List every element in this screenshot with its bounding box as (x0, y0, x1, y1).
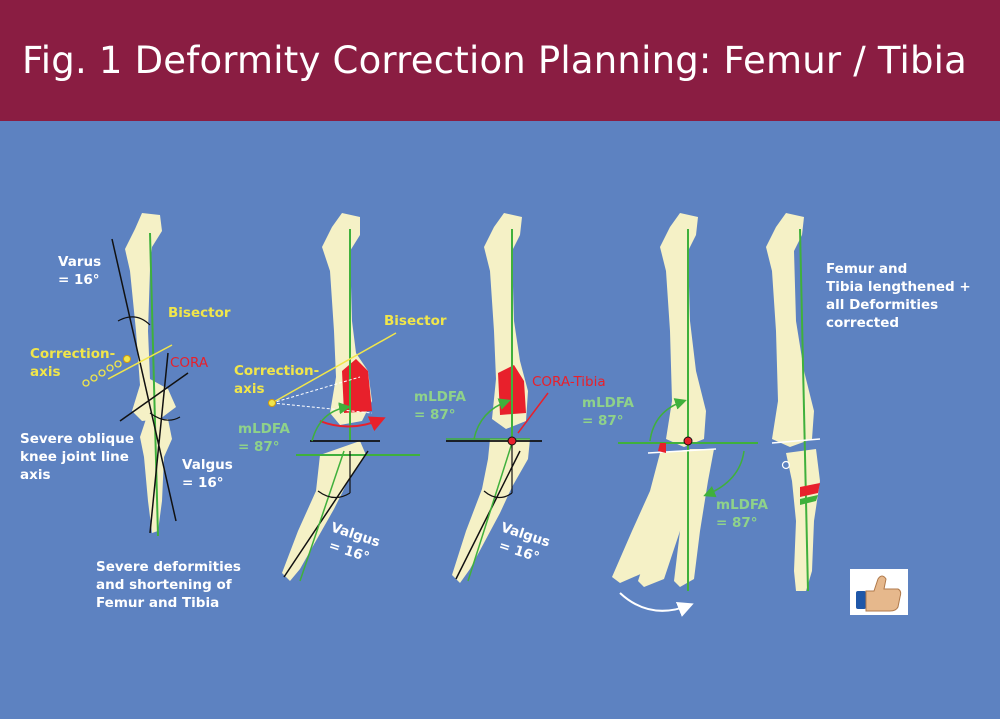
knee-line-label-line1: Severe oblique (20, 431, 134, 447)
valgus-label-line1: Valgus (182, 457, 233, 473)
tibia-bone (786, 449, 820, 591)
knee-line-label-line3: axis (20, 467, 50, 483)
correction-axis-label-line2: axis (234, 381, 264, 397)
severe-label-line1: Severe deformities (96, 559, 241, 575)
osteotomy-reference (271, 402, 373, 414)
panel-3-tibia-cora: mLDFA = 87° CORA-Tibia Valgus = 16° (414, 213, 606, 583)
cora-label: CORA (170, 355, 209, 371)
mechanical-axis (799, 228, 809, 592)
knee-joint-line (771, 438, 821, 444)
mldfa-label-line1: mLDFA (238, 421, 291, 437)
result-label-line2: Tibia lengthened + (826, 279, 971, 295)
osteotomy-regenerate-mark (800, 495, 818, 505)
panel-2-femur-correction: Bisector Correction- axis mLDFA = 87° Va… (234, 213, 447, 582)
mldfa-upper-label-line1: mLDFA (582, 395, 635, 411)
mldfa-lower-arc (703, 450, 745, 498)
correction-axis-label-line1: Correction- (234, 363, 319, 379)
mldfa-angle-arc (311, 402, 351, 442)
cora-tibia-point (507, 436, 517, 446)
tibia-intermediate (638, 449, 702, 587)
mldfa-label-line2: = 87° (414, 407, 456, 423)
bisector-line (271, 332, 397, 404)
tibia-mechanical-axis (299, 450, 345, 582)
mechanical-axis (149, 232, 159, 537)
bisector-label: Bisector (384, 313, 447, 329)
severe-label-line3: Femur and Tibia (96, 595, 219, 611)
mldfa-label-line2: = 87° (238, 439, 280, 455)
result-label-line3: all Deformities (826, 297, 938, 313)
title-banner: Fig. 1 Deformity Correction Planning: Fe… (0, 0, 1000, 121)
deformity-diagram: Varus = 16° Bisector Correction- axis CO… (20, 213, 971, 617)
mldfa-lower-label-line2: = 87° (716, 515, 758, 531)
tibia-corrected (674, 449, 714, 587)
bisector-line (107, 344, 173, 380)
reference-circle (781, 460, 791, 470)
knee-joint-line (119, 372, 189, 422)
mldfa-angle-arc (473, 398, 511, 440)
varus-label-line1: Varus (58, 254, 101, 270)
valgus-label-line2: = 16° (182, 475, 224, 491)
result-label-line1: Femur and (826, 261, 907, 277)
valgus-angle-arc (483, 490, 513, 499)
tibia-mechanical-axis (467, 442, 513, 582)
rotation-correction-arrow (619, 592, 694, 617)
osteotomy-wedge-mark (800, 483, 820, 497)
varus-angle-arc (117, 316, 151, 326)
mldfa-upper-label-line2: = 87° (582, 413, 624, 429)
severe-label-line2: and shortening of (96, 577, 232, 593)
femur-anatomic-axis (111, 238, 177, 522)
tibia-anatomic-axis (149, 352, 169, 534)
thumbs-up-icon (850, 569, 908, 615)
medial-wedge-mark (658, 443, 666, 453)
bisector-label: Bisector (168, 305, 231, 321)
mldfa-upper-arc (649, 398, 687, 442)
femur-bone (660, 213, 706, 447)
correction-rotation-arrow (319, 416, 386, 432)
tibia-osteotomy-line (647, 448, 717, 454)
correction-axis-label-line2: axis (30, 364, 60, 380)
knee-line-label-line2: knee joint line (20, 449, 129, 465)
correction-axis-label-line1: Correction- (30, 346, 115, 362)
correction-axis-pins (82, 355, 131, 387)
varus-label-line2: = 16° (58, 272, 100, 288)
cora-tibia-pointer (517, 392, 549, 434)
cora-point (683, 436, 693, 446)
hinge-point (268, 399, 276, 407)
correction-reference (271, 376, 361, 404)
mldfa-lower-label-line1: mLDFA (716, 497, 769, 513)
valgus-angle-arc (317, 490, 351, 499)
tibia-anatomic-axis (283, 450, 369, 578)
panel-5-final-result: Femur and Tibia lengthened + all Deformi… (766, 213, 971, 615)
mldfa-label-line1: mLDFA (414, 389, 467, 405)
panel-4-tibia-correction: mLDFA = 87° mLDFA = 87° (582, 213, 769, 617)
tibia-anatomic-axis (455, 450, 521, 580)
figure-title: Fig. 1 Deformity Correction Planning: Fe… (22, 39, 968, 82)
result-label-line4: corrected (826, 315, 899, 331)
femur-bone (766, 213, 814, 447)
femur-bone (125, 213, 176, 421)
panel-1-deformed-leg: Varus = 16° Bisector Correction- axis CO… (20, 213, 241, 611)
valgus-angle-arc (149, 412, 181, 421)
cora-tibia-label: CORA-Tibia (532, 374, 606, 390)
